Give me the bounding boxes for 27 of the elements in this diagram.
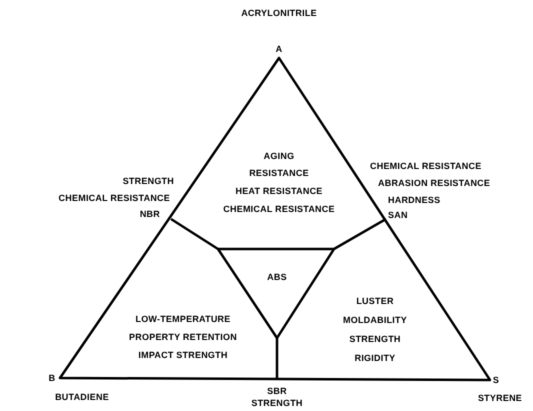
axis-label: RESISTANCE [249, 168, 309, 179]
axis-label: BUTADIENE [55, 392, 109, 403]
axis-label: RIGIDITY [354, 353, 396, 364]
axis-label: ABS [267, 272, 287, 283]
axis-label: LOW-TEMPERATURE [135, 314, 231, 325]
axis-label: AGING [264, 151, 294, 162]
axis-label: B [48, 373, 56, 384]
axis-label: HARDNESS [388, 195, 440, 206]
axis-label: STRENGTH [349, 334, 401, 345]
axis-label: ACRYLONITRILE [241, 8, 317, 19]
axis-label: LUSTER [356, 296, 394, 307]
axis-label: PROPERTY RETENTION [129, 332, 237, 343]
axis-label: SBR [267, 386, 287, 397]
axis-label: ABRASION RESISTANCE [378, 178, 490, 189]
axis-label: CHEMICAL RESISTANCE [58, 193, 170, 204]
axis-label: A [276, 44, 282, 55]
axis-label: CHEMICAL RESISTANCE [223, 204, 335, 215]
axis-label: STRENGTH [251, 398, 303, 409]
axis-label: HEAT RESISTANCE [235, 186, 323, 197]
axis-label: SAN [388, 210, 408, 221]
axis-label: CHEMICAL RESISTANCE [370, 161, 482, 172]
axis-label: S [492, 375, 500, 386]
axis-label: STYRENE [478, 393, 522, 404]
axis-label: IMPACT STRENGTH [138, 350, 228, 361]
axis-label: NBR [140, 209, 160, 220]
axis-label: STRENGTH [122, 176, 174, 187]
axis-label: MOLDABILITY [343, 315, 407, 326]
